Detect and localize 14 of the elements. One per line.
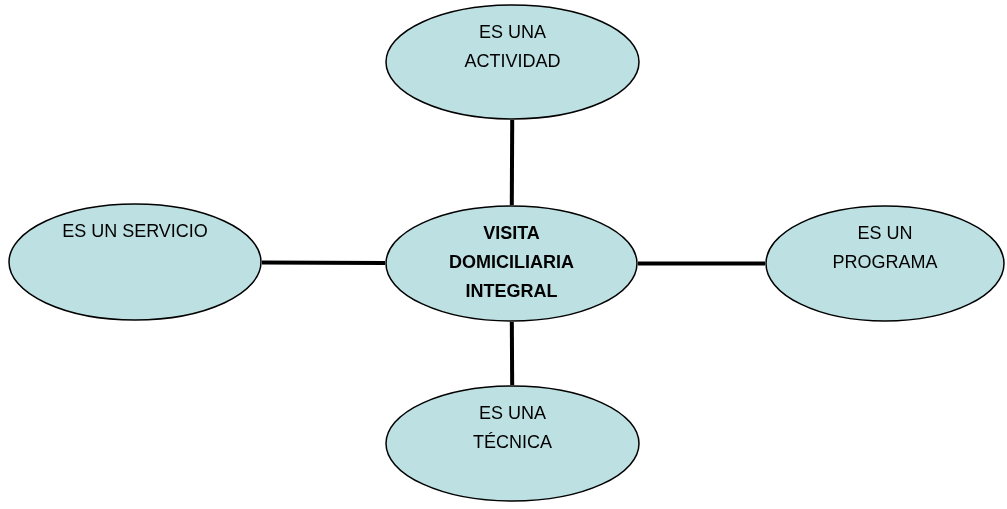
ellipse-node (765, 205, 1005, 322)
ellipse-node (8, 203, 262, 321)
node-label: ES UN PROGRAMA (831, 222, 939, 274)
connector-line (638, 261, 765, 266)
node-label: ES UN SERVICIO (61, 220, 209, 243)
ellipse-node (385, 385, 640, 502)
node-label: VISITA DOMICILIARIA INTEGRAL (448, 222, 575, 303)
connector-line (509, 322, 515, 385)
node-label: ES UNA ACTIVIDAD (463, 21, 562, 73)
ellipse-node (385, 205, 638, 322)
connector-line (509, 120, 515, 205)
node-label: ES UNA TÉCNICA (472, 402, 553, 454)
connector-line (262, 260, 385, 265)
ellipse-node (385, 4, 640, 120)
